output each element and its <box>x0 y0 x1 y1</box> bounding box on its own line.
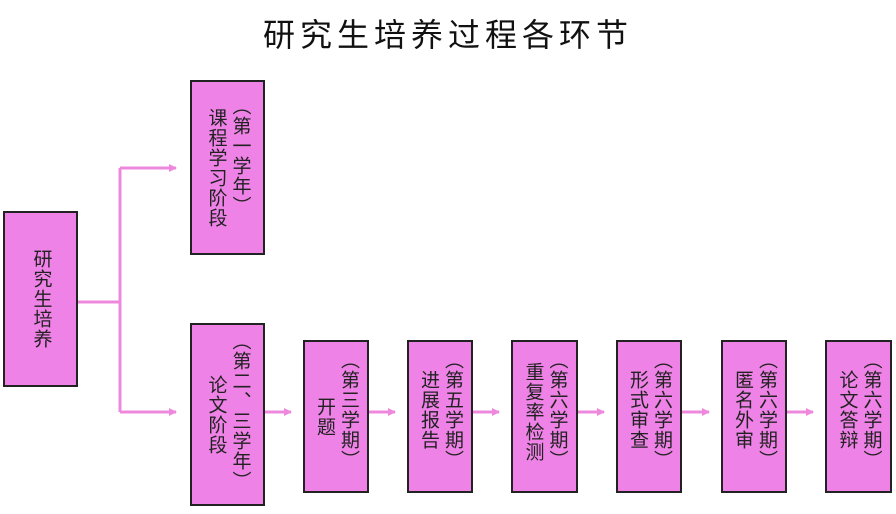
step-label: 匿名外审 <box>732 370 754 450</box>
root-node: 研究生培养 <box>3 211 78 387</box>
step-label: 开题 <box>314 396 336 437</box>
stage-period: （第二、三学年） <box>229 331 252 491</box>
root-label: 研究生培养 <box>30 249 53 349</box>
step-node: 匿名外审 （第六学期） <box>721 340 787 493</box>
diagram-title: 研究生培养过程各环节 <box>262 16 633 54</box>
step-node: 开题 （第三学期） <box>303 340 369 493</box>
step-period: （第六学期） <box>860 350 883 470</box>
step-node: 论文答辩 （第六学期） <box>825 340 892 493</box>
step-node: 进展报告 （第五学期） <box>407 340 473 493</box>
stage-label: 论文阶段 <box>205 374 228 455</box>
step-label: 论文答辩 <box>836 370 859 450</box>
stage-period: （第一学年） <box>229 96 252 216</box>
stage-label: 课程学习阶段 <box>205 107 228 228</box>
stage-node-course: 课程学习阶段 （第一学年） <box>190 80 265 255</box>
step-label: 进展报告 <box>418 370 440 450</box>
step-label: 形式审查 <box>627 370 649 450</box>
step-label: 重复率检测 <box>522 362 545 462</box>
step-node: 重复率检测 （第六学期） <box>511 340 578 493</box>
step-period: （第三学期） <box>337 350 360 470</box>
step-period: （第六学期） <box>650 350 673 470</box>
step-period: （第六学期） <box>546 350 569 470</box>
step-period: （第六学期） <box>755 350 778 470</box>
stage-node-thesis: 论文阶段 （第二、三学年） <box>190 323 265 506</box>
step-node: 形式审查 （第六学期） <box>616 340 682 493</box>
step-period: （第五学期） <box>441 350 464 470</box>
